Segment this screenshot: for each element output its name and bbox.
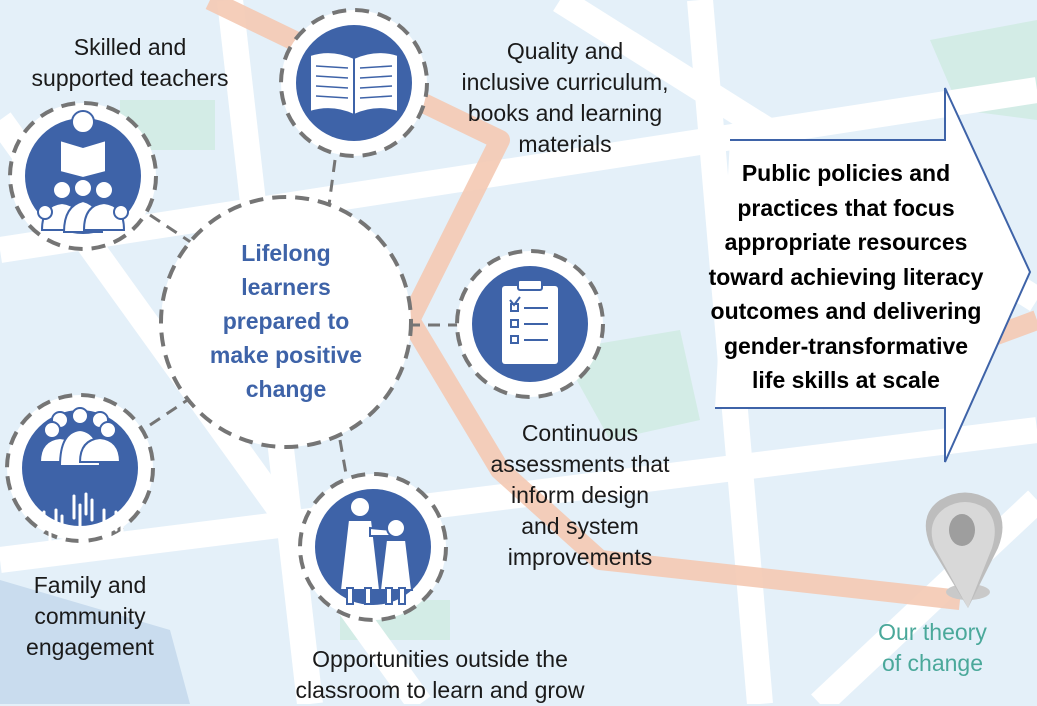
node-label-outside: Opportunities outside the classroom to l…: [295, 646, 585, 703]
mother-and-child-icon: [338, 496, 414, 605]
node-label-curriculum: Quality and inclusive curriculum, books …: [461, 38, 669, 157]
raised-hands-community-icon: [38, 407, 122, 467]
teacher-reading-to-students-icon: [37, 110, 129, 233]
open-book-icon: [309, 51, 399, 117]
node-label-teachers: Skilled and supported teachers: [31, 34, 229, 91]
clipboard-checklist-icon: [502, 279, 558, 364]
goal-arrow-shape: [715, 87, 1032, 463]
map-pin-icon: [925, 492, 1003, 608]
goal-text: Public policies and practices that focus…: [708, 160, 984, 393]
node-label-assessments: Continuous assessments that inform desig…: [490, 420, 670, 570]
node-label-family: Family and community engagement: [26, 572, 154, 660]
raised-hands-icon: [42, 492, 124, 557]
theory-of-change-label: Our theory of change: [878, 619, 987, 676]
center-node-label: Lifelong learners prepared to make posit…: [209, 240, 363, 402]
